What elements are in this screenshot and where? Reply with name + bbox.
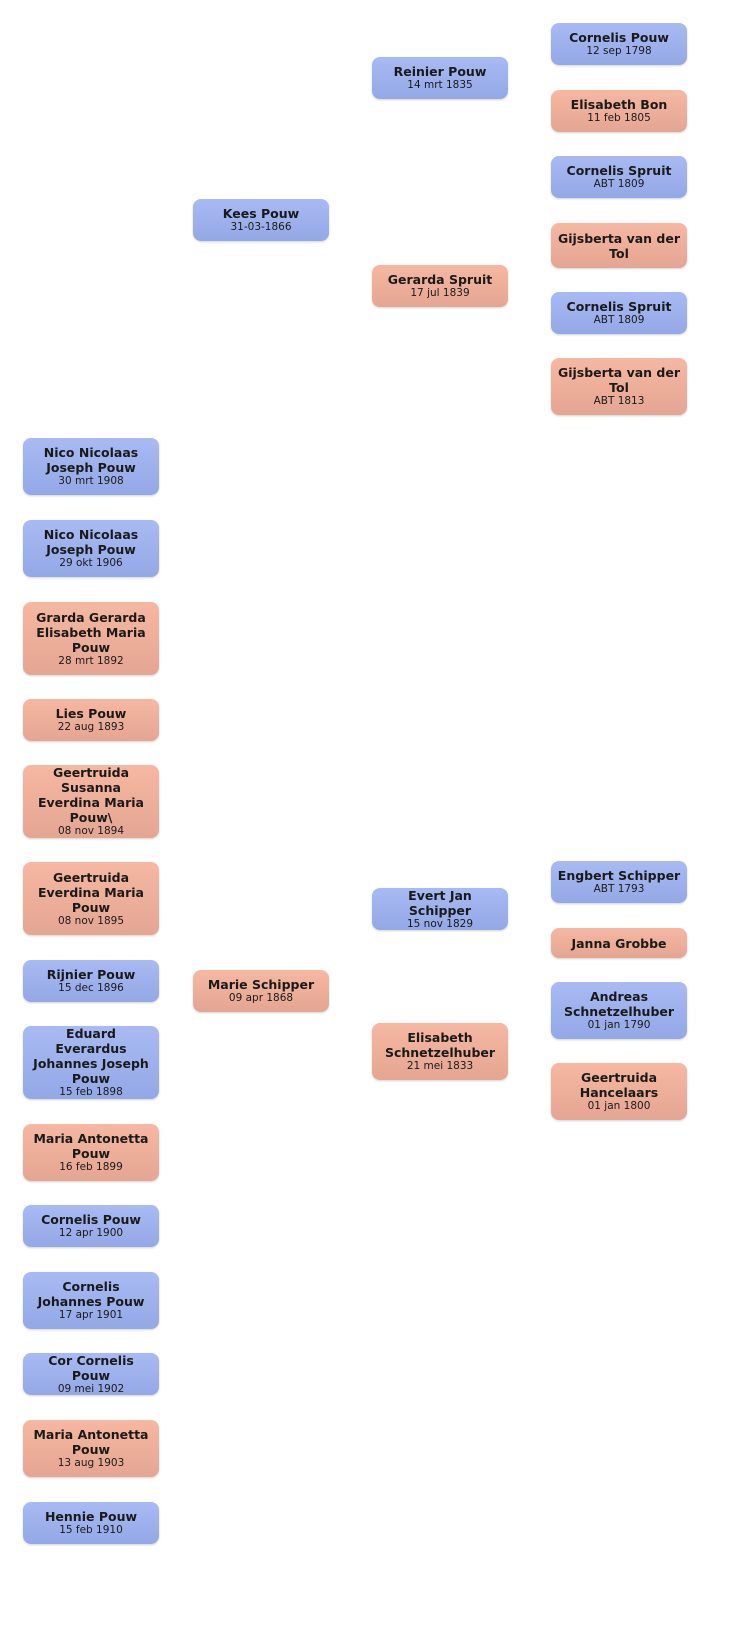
person-name: Marie Schipper	[207, 977, 315, 992]
person-card-elisabeth-schnetzelhuber[interactable]: Elisabeth Schnetzelhuber 21 mei 1833	[372, 1023, 508, 1080]
person-name: Gijsberta van der Tol	[557, 365, 681, 395]
child-card[interactable]: Cornelis Pouw 12 apr 1900	[23, 1205, 159, 1247]
person-date: 08 nov 1895	[57, 914, 125, 927]
child-card[interactable]: Cor Cornelis Pouw 09 mei 1902	[23, 1353, 159, 1395]
person-name: Gerarda Spruit	[387, 272, 493, 287]
person-date: 17 jul 1839	[410, 287, 470, 299]
child-card[interactable]: Nico Nicolaas Joseph Pouw 30 mrt 1908	[23, 438, 159, 495]
person-date: 14 mrt 1835	[407, 79, 473, 91]
person-date: 15 feb 1898	[59, 1086, 123, 1098]
person-date: ABT 1809	[593, 314, 645, 326]
person-name: Evert Jan Schipper	[408, 887, 472, 918]
person-name: Hennie Pouw	[44, 1509, 138, 1524]
child-card[interactable]: Cornelis Johannes Pouw 17 apr 1901	[23, 1272, 159, 1329]
person-name: Cornelis Pouw	[569, 30, 669, 45]
person-name: Eduard Everardus Johannes Joseph Pouw	[33, 1026, 149, 1086]
person-name: Elisabeth Bon	[570, 97, 668, 112]
person-date: 30 mrt 1908	[58, 475, 124, 487]
person-name: Janna Grobbe	[571, 935, 667, 951]
person-date: 01 jan 1800	[587, 1100, 651, 1112]
person-card-gijsberta-van-der-tol-2[interactable]: Gijsberta van der Tol ABT 1813	[551, 358, 687, 415]
person-card-kees-pouw[interactable]: Kees Pouw 31-03-1866	[193, 199, 329, 241]
person-card-reinier-pouw[interactable]: Reinier Pouw 14 mrt 1835	[372, 57, 508, 99]
person-date: ABT 1813	[593, 395, 645, 407]
child-card[interactable]: Geertruida Susanna Everdina Maria Pouw\ …	[23, 765, 159, 838]
person-card-cornelis-spruit-1[interactable]: Cornelis Spruit ABT 1809	[551, 156, 687, 198]
child-card[interactable]: Lies Pouw 22 aug 1893	[23, 699, 159, 741]
person-date: 15 feb 1910	[59, 1524, 123, 1536]
person-date: 31-03-1866	[230, 221, 292, 233]
person-date: 12 sep 1798	[586, 45, 652, 57]
person-card-gerarda-spruit[interactable]: Gerarda Spruit 17 jul 1839	[372, 265, 508, 307]
person-name: Geertruida Hancelaars	[579, 1070, 659, 1100]
person-date: 13 aug 1903	[57, 1457, 125, 1469]
person-date: ABT 1793	[593, 883, 645, 895]
person-name: Grarda Gerarda Elisabeth Maria Pouw	[36, 609, 146, 655]
person-name: Cornelis Spruit	[566, 163, 672, 178]
person-card-marie-schipper[interactable]: Marie Schipper 09 apr 1868	[193, 970, 329, 1012]
person-date: 12 apr 1900	[58, 1227, 124, 1239]
person-card-cornelis-pouw-1798[interactable]: Cornelis Pouw 12 sep 1798	[551, 23, 687, 65]
person-card-geertruida-hancelaars[interactable]: Geertruida Hancelaars 01 jan 1800	[551, 1063, 687, 1120]
child-card[interactable]: Maria Antonetta Pouw 16 feb 1899	[23, 1124, 159, 1181]
person-date: 15 dec 1896	[58, 982, 124, 994]
person-name: Rijnier Pouw	[46, 967, 136, 982]
person-card-gijsberta-van-der-tol-1[interactable]: Gijsberta van der Tol	[551, 223, 687, 268]
person-name: Nico Nicolaas Joseph Pouw	[43, 445, 139, 475]
person-date: 01 jan 1790	[587, 1019, 651, 1031]
person-card-elisabeth-bon[interactable]: Elisabeth Bon 11 feb 1805	[551, 90, 687, 132]
person-date: 22 aug 1893	[57, 721, 125, 733]
person-date: 17 apr 1901	[58, 1309, 124, 1321]
person-name: Nico Nicolaas Joseph Pouw	[43, 527, 139, 557]
child-card[interactable]: Maria Antonetta Pouw 13 aug 1903	[23, 1420, 159, 1477]
person-name: Elisabeth Schnetzelhuber	[384, 1030, 496, 1060]
person-date: 15 nov 1829	[406, 917, 474, 930]
person-name: Cornelis Pouw	[41, 1212, 141, 1227]
person-date: 09 mei 1902	[57, 1382, 125, 1395]
person-date: 11 feb 1805	[587, 112, 651, 124]
person-name: Cornelis Johannes Pouw	[37, 1279, 145, 1309]
person-card-engbert-schipper[interactable]: Engbert Schipper ABT 1793	[551, 861, 687, 903]
person-name: Andreas Schnetzelhuber	[563, 989, 675, 1019]
person-name: Maria Antonetta Pouw	[33, 1131, 149, 1161]
person-name: Geertruida Everdina Maria Pouw	[37, 869, 144, 915]
person-name: Reinier Pouw	[393, 64, 487, 79]
child-card[interactable]: Geertruida Everdina Maria Pouw 08 nov 18…	[23, 862, 159, 935]
person-date: 28 mrt 1892	[58, 654, 124, 667]
child-card[interactable]: Grarda Gerarda Elisabeth Maria Pouw 28 m…	[23, 602, 159, 675]
person-name: Cornelis Spruit	[566, 299, 672, 314]
child-card[interactable]: Hennie Pouw 15 feb 1910	[23, 1502, 159, 1544]
person-date: 16 feb 1899	[59, 1161, 123, 1173]
person-name: Engbert Schipper	[557, 868, 681, 883]
person-card-evert-jan-schipper[interactable]: Evert Jan Schipper 15 nov 1829	[372, 888, 508, 930]
person-card-janna-grobbe[interactable]: Janna Grobbe	[551, 928, 687, 958]
child-card[interactable]: Nico Nicolaas Joseph Pouw 29 okt 1906	[23, 520, 159, 577]
person-name: Maria Antonetta Pouw	[33, 1427, 149, 1457]
person-date: ABT 1809	[593, 178, 645, 190]
child-card[interactable]: Rijnier Pouw 15 dec 1896	[23, 960, 159, 1002]
person-name: Lies Pouw	[55, 706, 127, 721]
person-date: 21 mei 1833	[406, 1060, 474, 1072]
person-card-cornelis-spruit-2[interactable]: Cornelis Spruit ABT 1809	[551, 292, 687, 334]
person-date: 09 apr 1868	[228, 992, 294, 1004]
person-name: Gijsberta van der Tol	[557, 230, 681, 261]
person-date: 29 okt 1906	[59, 557, 123, 569]
person-name: Geertruida Susanna Everdina Maria Pouw\	[37, 765, 144, 825]
person-card-andreas-schnetzelhuber[interactable]: Andreas Schnetzelhuber 01 jan 1790	[551, 982, 687, 1039]
child-card[interactable]: Eduard Everardus Johannes Joseph Pouw 15…	[23, 1026, 159, 1099]
person-name: Cor Cornelis Pouw	[48, 1352, 134, 1383]
person-name: Kees Pouw	[222, 206, 300, 221]
person-date: 08 nov 1894	[57, 825, 125, 837]
